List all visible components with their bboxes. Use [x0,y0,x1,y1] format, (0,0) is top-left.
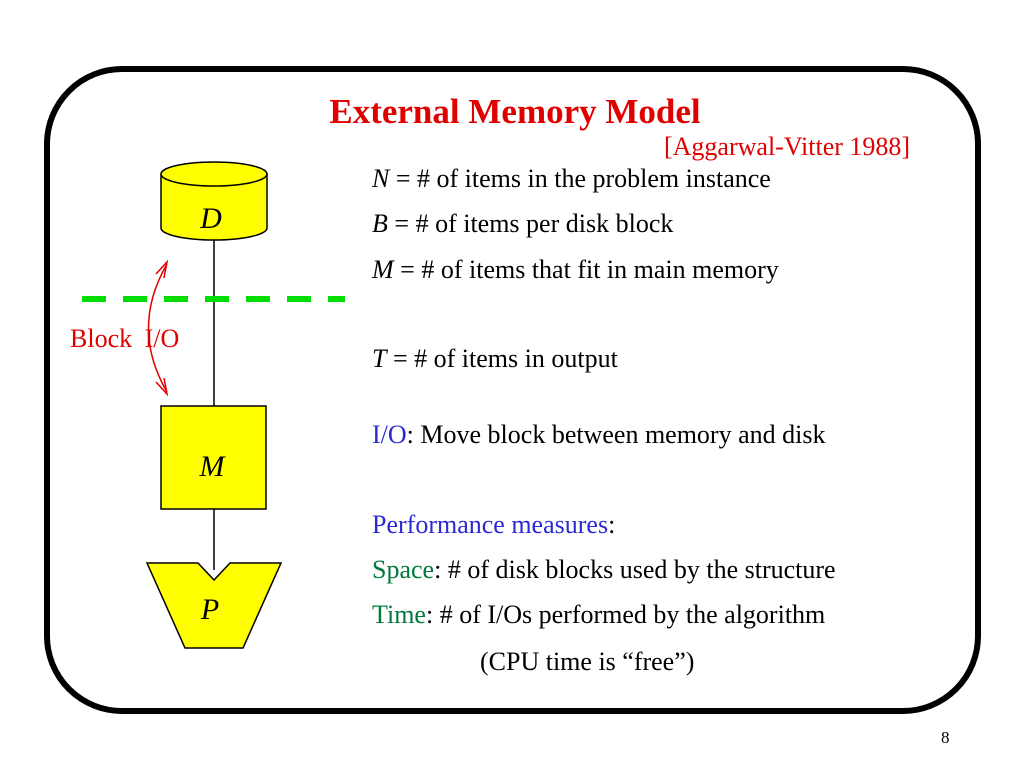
processor-shape [145,562,283,649]
performance-heading: Performance measures: [372,510,616,539]
definition-b-text: # of items per disk block [415,209,674,238]
definition-n: N = # of items in the problem instance [372,164,771,193]
definition-t: T = # of items in output [372,344,618,373]
definition-n-text: # of items in the problem instance [417,164,771,193]
io-definition: I/O: Move block between memory and disk [372,420,825,450]
cpu-note: (CPU time is “free”) [480,647,695,676]
definition-m: M = # of items that fit in main memory [372,255,779,284]
processor-label: P [200,593,219,626]
io-text: : Move block between memory and disk [406,420,826,449]
variable-b: B [372,209,388,238]
slide-title: External Memory Model [329,92,701,131]
variable-m: M [372,255,394,284]
time-measure: Time: # of I/Os performed by the algorit… [372,600,825,630]
variable-t: T [372,344,387,373]
disk-label: D [199,202,222,235]
time-text: : # of I/Os performed by the algorithm [425,600,826,629]
slide-frame [44,66,981,714]
variable-n: N [372,164,390,193]
io-term: I/O [372,420,407,449]
memory-label: M [199,450,227,483]
block-io-arrow [147,259,169,397]
definition-t-text: # of items in output [414,344,618,373]
performance-term: Performance measures [372,510,609,539]
memory-box [160,405,267,510]
definition-b: B = # of items per disk block [372,209,674,238]
disk-cylinder [160,161,268,241]
page-number: 8 [941,728,950,747]
block-io-label: Block I/O [70,324,180,353]
space-measure: Space: # of disk blocks used by the stru… [372,555,836,585]
time-term: Time [372,600,426,629]
space-text: : # of disk blocks used by the structure [434,555,836,584]
citation: [Aggarwal-Vitter 1988] [664,132,911,161]
definition-m-text: # of items that fit in main memory [421,255,779,284]
space-term: Space [372,555,435,584]
